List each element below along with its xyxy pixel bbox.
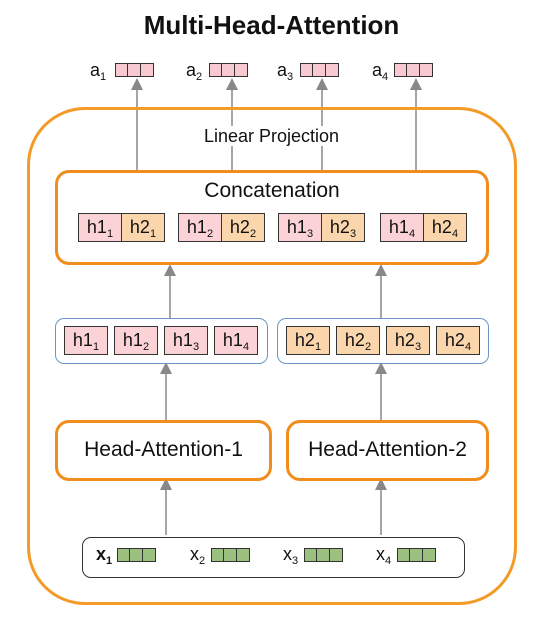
diagram-title: Multi-Head-Attention <box>143 10 400 40</box>
output-label-a1: a1 <box>90 60 107 83</box>
concat-h2-1: h21 <box>121 213 165 242</box>
input-label-x2: x2 <box>190 544 206 567</box>
concat-h2-2: h22 <box>221 213 265 242</box>
head2-output-2: h22 <box>336 326 380 355</box>
input-vector-x1 <box>116 548 156 562</box>
linear-projection-label: Linear Projection <box>0 126 543 147</box>
head2-output-4: h24 <box>436 326 480 355</box>
concat-h1-2: h12 <box>178 213 222 242</box>
input-vector-x3 <box>303 548 343 562</box>
concatenation-label: Concatenation <box>204 179 340 202</box>
input-vector-x4 <box>396 548 436 562</box>
head-attention-2-box: Head-Attention-2 <box>286 420 489 481</box>
concat-h1-1: h11 <box>78 213 122 242</box>
output-vector-a3 <box>299 63 339 77</box>
input-vector-x2 <box>210 548 250 562</box>
concat-h1-3: h13 <box>278 213 322 242</box>
head1-output-2: h12 <box>114 326 158 355</box>
concat-h2-4: h24 <box>423 213 467 242</box>
concat-h1-4: h14 <box>380 213 424 242</box>
output-vector-a4 <box>393 63 433 77</box>
head1-output-3: h13 <box>164 326 208 355</box>
output-label-a3: a3 <box>277 60 294 83</box>
output-label-a2: a2 <box>186 60 203 83</box>
output-vector-a2 <box>208 63 248 77</box>
input-label-x4: x4 <box>376 544 392 567</box>
output-label-a4: a4 <box>372 60 389 83</box>
input-label-x3: x3 <box>283 544 299 567</box>
head1-output-4: h14 <box>214 326 258 355</box>
concat-h2-3: h23 <box>321 213 365 242</box>
head2-output-1: h21 <box>286 326 330 355</box>
head-attention-1-box: Head-Attention-1 <box>55 420 272 481</box>
head2-output-3: h23 <box>386 326 430 355</box>
multi-head-attention-block <box>27 107 517 605</box>
head-attention-1-label: Head-Attention-1 <box>84 438 243 461</box>
head-attention-2-label: Head-Attention-2 <box>308 438 467 461</box>
input-label-x1: x1 <box>96 544 113 567</box>
output-vector-a1 <box>114 63 154 77</box>
head1-output-1: h11 <box>64 326 108 355</box>
